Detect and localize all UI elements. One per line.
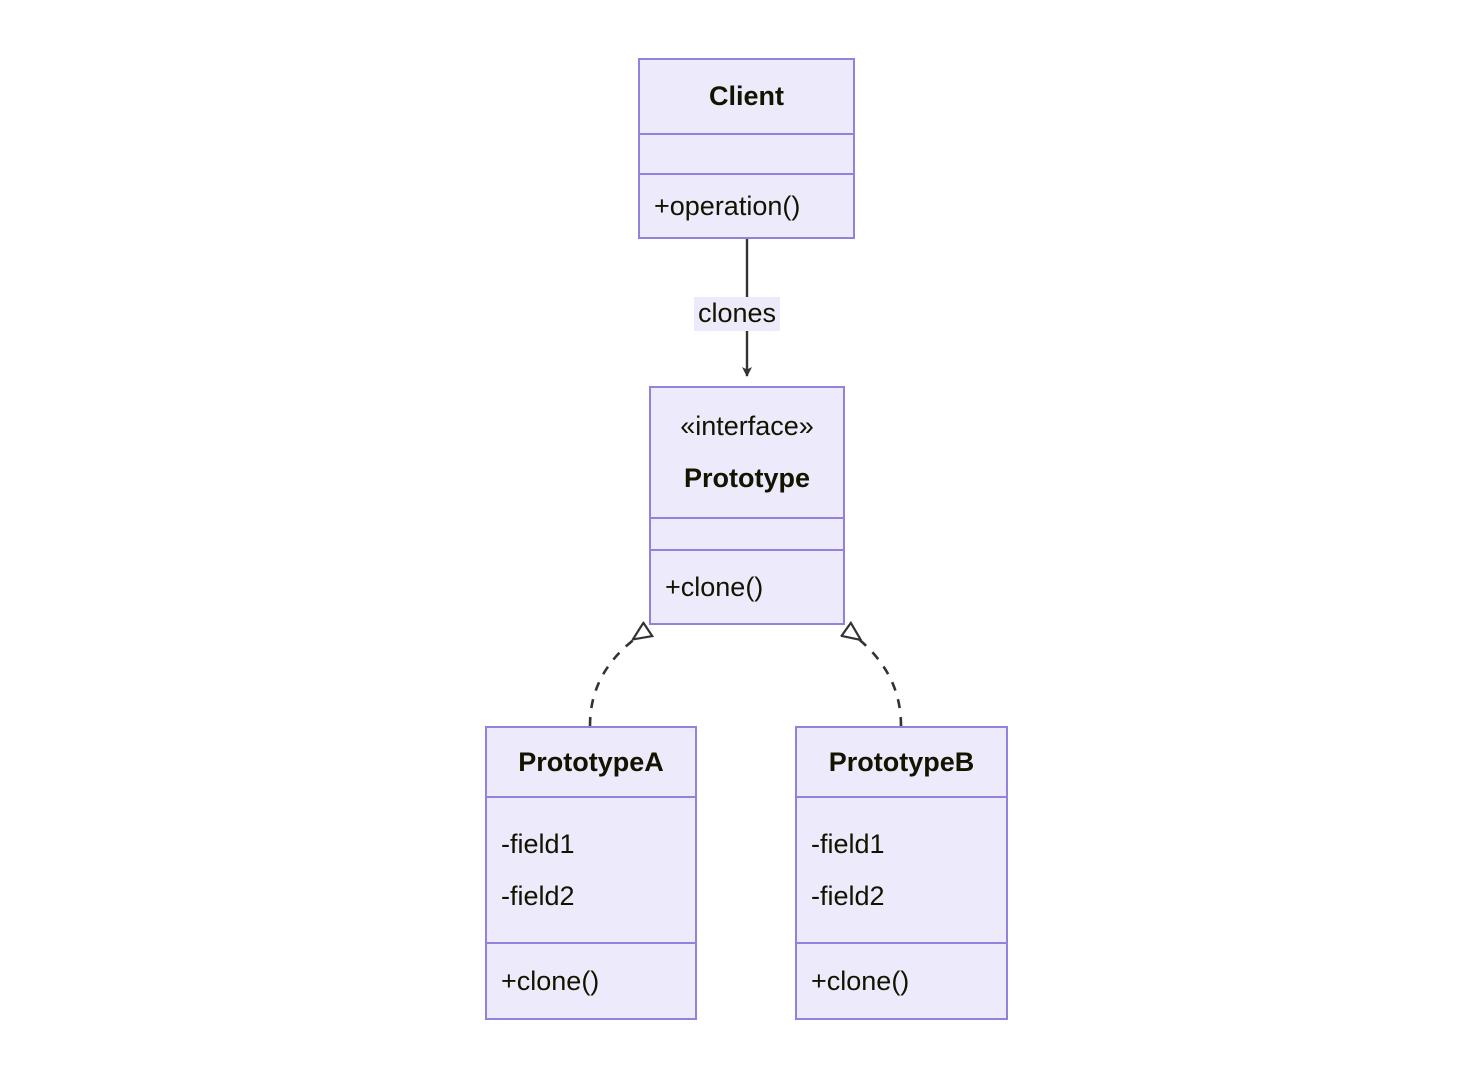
class-attributes-compartment — [640, 133, 853, 173]
class-methods-compartment: +clone() — [651, 549, 843, 623]
class-attributes-compartment — [651, 517, 843, 549]
class-method: +clone() — [811, 965, 910, 996]
class-node-prototypeb[interactable]: PrototypeB -field1 -field2 +clone() — [795, 726, 1008, 1020]
class-attribute: -field1 — [811, 828, 885, 859]
class-method: +clone() — [501, 965, 600, 996]
class-methods-compartment: +clone() — [797, 942, 1006, 1018]
class-node-prototype[interactable]: «interface» Prototype +clone() — [649, 386, 845, 625]
edge-prototypeA-prototype — [588, 630, 647, 727]
class-method: +clone() — [665, 571, 764, 602]
edge-label-clones: clones — [694, 297, 781, 331]
class-name-prototype: Prototype — [683, 463, 810, 493]
class-title-compartment: PrototypeB — [797, 728, 1006, 796]
class-title-compartment: Client — [640, 60, 853, 133]
class-attributes-compartment: -field1 -field2 — [487, 796, 695, 942]
class-title-compartment: «interface» Prototype — [651, 388, 843, 517]
class-name-prototypeb: PrototypeB — [828, 746, 975, 777]
edge-prototypeB-prototype — [847, 630, 903, 727]
class-node-client[interactable]: Client +operation() — [638, 58, 855, 239]
class-name-prototypea: PrototypeA — [518, 746, 664, 777]
class-methods-compartment: +clone() — [487, 942, 695, 1018]
class-name-client: Client — [708, 81, 784, 111]
class-attributes-compartment: -field1 -field2 — [797, 796, 1006, 942]
class-methods-compartment: +operation() — [640, 173, 853, 237]
class-node-prototypea[interactable]: PrototypeA -field1 -field2 +clone() — [485, 726, 697, 1020]
class-attribute: -field2 — [501, 880, 575, 911]
class-attribute: -field1 — [501, 828, 575, 859]
class-method: +operation() — [654, 190, 801, 221]
class-title-compartment: PrototypeA — [487, 728, 695, 796]
class-stereotype-prototype: «interface» — [680, 411, 814, 441]
class-attribute: -field2 — [811, 880, 885, 911]
